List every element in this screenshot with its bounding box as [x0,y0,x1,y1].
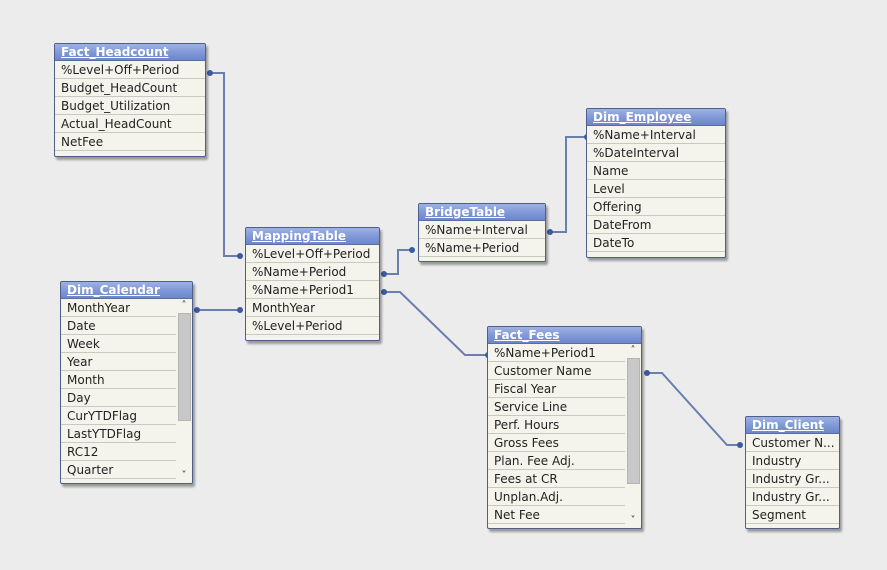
field-item[interactable]: Month [61,371,192,389]
link-endpoint [207,70,213,76]
field-item[interactable]: %Level+Off+Period [55,61,205,79]
table-fact-fees[interactable]: Fact_Fees %Name+Period1 Customer Name Fi… [487,326,642,529]
field-list: MonthYear Date Week Year Month Day CurYT… [61,299,192,483]
field-item[interactable]: Industry Gr... [746,488,839,506]
field-item[interactable]: Level [587,180,725,198]
link-mapping-fees [384,291,488,356]
field-item[interactable]: MonthYear [246,299,379,317]
scroll-thumb[interactable] [627,358,640,484]
field-item[interactable]: Fees at CR [488,470,641,488]
field-item[interactable]: Fiscal Year [488,380,641,398]
field-item[interactable]: %Name+Interval [587,126,725,144]
field-item[interactable]: DateFrom [587,216,725,234]
field-list: %Level+Off+Period Budget_HeadCount Budge… [55,61,205,151]
field-item[interactable]: Segment [746,506,839,524]
table-dim-employee[interactable]: Dim_Employee %Name+Interval %DateInterva… [586,108,726,258]
field-item[interactable]: Budget_Utilization [55,97,205,115]
table-title[interactable]: Fact_Fees [488,327,641,344]
table-title[interactable]: Dim_Employee [587,109,725,126]
field-item[interactable]: Unplan.Adj. [488,488,641,506]
table-bridge-table[interactable]: BridgeTable %Name+Interval %Name+Period [418,203,546,262]
field-item[interactable]: Offering [587,198,725,216]
field-item[interactable]: Name [587,162,725,180]
field-item[interactable]: Customer N... [746,434,839,452]
table-title[interactable]: MappingTable [246,228,379,245]
field-item[interactable]: RC12 [61,443,192,461]
table-title[interactable]: Dim_Client [746,417,839,434]
table-title[interactable]: Fact_Headcount [55,44,205,61]
table-dim-client[interactable]: Dim_Client Customer N... Industry Indust… [745,416,840,529]
link-endpoint [237,253,243,259]
table-mapping-table[interactable]: MappingTable %Level+Off+Period %Name+Per… [245,227,380,341]
field-list: %Level+Off+Period %Name+Period %Name+Per… [246,245,379,335]
field-item[interactable]: Industry [746,452,839,470]
table-fact-headcount[interactable]: Fact_Headcount %Level+Off+Period Budget_… [54,43,206,157]
field-item[interactable]: DateTo [587,234,725,252]
field-item[interactable]: Day [61,389,192,407]
link-fees-client [647,372,740,446]
link-mapping-bridge [384,249,412,275]
field-item[interactable]: Budget_HeadCount [55,79,205,97]
link-endpoint [381,271,387,277]
scroll-down-icon[interactable]: ˅ [181,470,187,481]
link-endpoint [194,307,200,313]
field-item[interactable]: Service Line [488,398,641,416]
field-list: %Name+Interval %Name+Period [419,221,545,257]
field-item[interactable]: Quarter [61,461,192,479]
table-dim-calendar[interactable]: Dim_Calendar MonthYear Date Week Year Mo… [60,281,193,484]
link-endpoint [237,307,243,313]
field-item[interactable]: %DateInterval [587,144,725,162]
field-item[interactable]: Industry Gr... [746,470,839,488]
scroll-up-icon[interactable]: ˄ [630,345,636,356]
field-list: %Name+Period1 Customer Name Fiscal Year … [488,344,641,528]
link-headcount-mapping [210,72,240,257]
field-item[interactable]: CurYTDFlag [61,407,192,425]
field-item[interactable]: %Level+Off+Period [246,245,379,263]
field-item[interactable]: LastYTDFlag [61,425,192,443]
field-item[interactable]: NetFee [55,133,205,151]
field-item[interactable]: Actual_HeadCount [55,115,205,133]
field-item[interactable]: %Name+Period [246,263,379,281]
field-list: %Name+Interval %DateInterval Name Level … [587,126,725,252]
field-item[interactable]: Customer Name [488,362,641,380]
field-list: Customer N... Industry Industry Gr... In… [746,434,839,524]
field-item[interactable]: %Name+Interval [419,221,545,239]
field-item[interactable]: Year [61,353,192,371]
field-item[interactable]: Gross Fees [488,434,641,452]
scroll-up-icon[interactable]: ˄ [181,300,187,311]
link-endpoint [409,247,415,253]
link-endpoint [547,229,553,235]
scroll-down-icon[interactable]: ˅ [630,515,636,526]
link-endpoint [381,289,387,295]
field-item[interactable]: Perf. Hours [488,416,641,434]
scrollbar[interactable]: ˄ ˅ [625,344,641,528]
field-item[interactable]: Net Fee [488,506,641,524]
scroll-thumb[interactable] [178,313,191,421]
table-title[interactable]: BridgeTable [419,204,545,221]
field-item[interactable]: %Name+Period1 [246,281,379,299]
field-item[interactable]: %Name+Period1 [488,344,641,362]
link-endpoint [644,370,650,376]
table-title[interactable]: Dim_Calendar [61,282,192,299]
field-item[interactable]: MonthYear [61,299,192,317]
field-item[interactable]: %Level+Period [246,317,379,335]
field-item[interactable]: Week [61,335,192,353]
link-endpoint [737,442,743,448]
link-bridge-employee [550,136,587,233]
scrollbar[interactable]: ˄ ˅ [176,299,192,483]
field-item[interactable]: %Name+Period [419,239,545,257]
field-item[interactable]: Date [61,317,192,335]
field-item[interactable]: Plan. Fee Adj. [488,452,641,470]
